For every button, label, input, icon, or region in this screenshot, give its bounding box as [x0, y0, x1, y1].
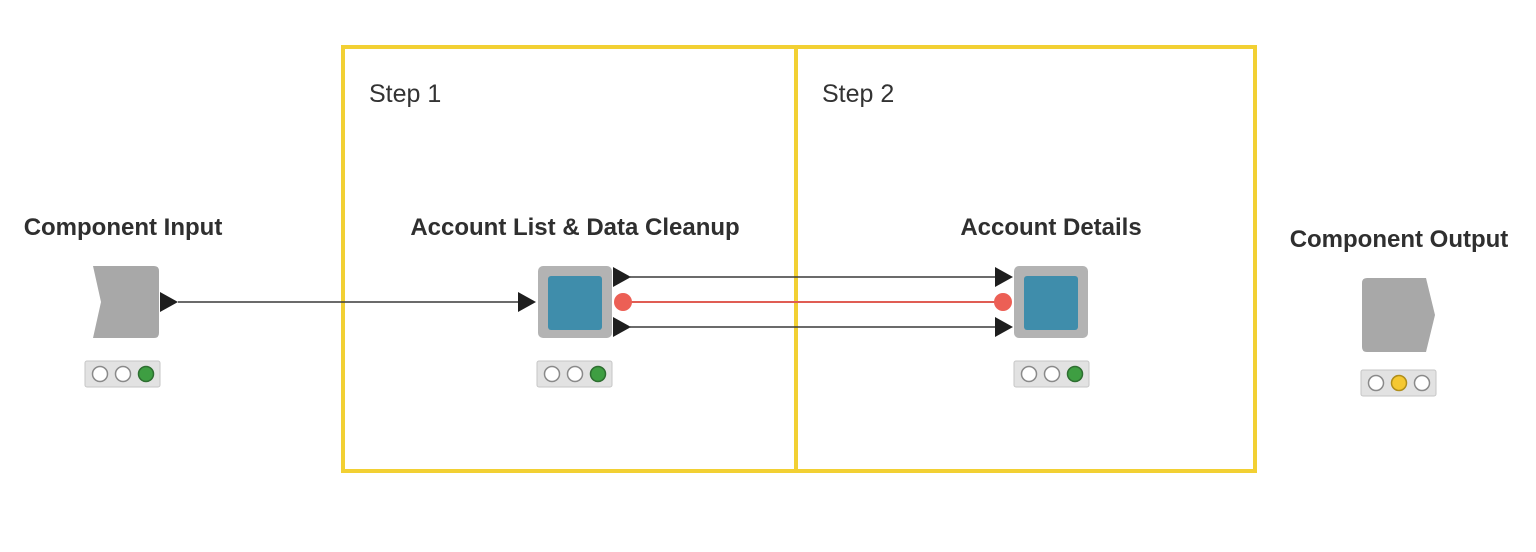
account-details-label[interactable]: Account Details — [960, 214, 1142, 241]
annotation-step-1[interactable] — [341, 45, 798, 473]
status-light-3 — [137, 365, 155, 383]
status-light-1 — [1367, 374, 1385, 392]
component-output-icon — [1362, 278, 1435, 352]
component-input-node[interactable] — [84, 266, 178, 388]
component-output-node[interactable] — [1360, 278, 1437, 397]
annotation-step-2-label: Step 2 — [822, 80, 895, 108]
component-output-label[interactable]: Component Output — [1289, 226, 1509, 253]
status-traffic-light — [1013, 360, 1090, 388]
status-light-2 — [566, 365, 584, 383]
input-port-icon[interactable] — [518, 292, 536, 312]
input-port-icon[interactable] — [995, 317, 1013, 337]
flow-variable-port-icon[interactable] — [614, 293, 632, 311]
flow-variable-port-icon[interactable] — [994, 293, 1012, 311]
status-traffic-light — [84, 360, 161, 388]
input-port-icon[interactable] — [995, 267, 1013, 287]
status-light-3 — [589, 365, 607, 383]
component-input-label[interactable]: Component Input — [23, 214, 223, 241]
output-port-icon[interactable] — [613, 267, 631, 287]
status-light-2 — [1390, 374, 1408, 392]
annotation-step-1-label: Step 1 — [369, 80, 442, 108]
annotation-step-2[interactable] — [794, 45, 1257, 473]
status-light-2 — [114, 365, 132, 383]
status-light-1 — [1020, 365, 1038, 383]
status-traffic-light — [536, 360, 613, 388]
status-light-3 — [1413, 374, 1431, 392]
status-light-3 — [1066, 365, 1084, 383]
metanode-icon — [1024, 276, 1078, 330]
status-light-2 — [1043, 365, 1061, 383]
status-light-1 — [543, 365, 561, 383]
account-details-node[interactable] — [994, 266, 1090, 388]
account-list-node[interactable] — [518, 266, 632, 388]
status-light-1 — [91, 365, 109, 383]
component-input-icon — [93, 266, 159, 338]
account-list-label[interactable]: Account List & Data Cleanup — [410, 214, 740, 241]
status-traffic-light — [1360, 369, 1437, 397]
output-port-icon[interactable] — [160, 292, 178, 312]
output-port-icon[interactable] — [613, 317, 631, 337]
metanode-icon — [548, 276, 602, 330]
